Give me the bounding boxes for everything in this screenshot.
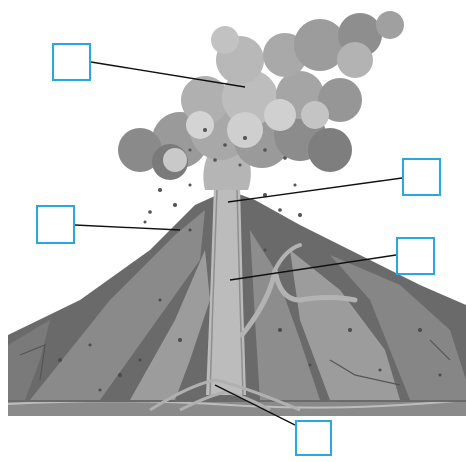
ash-cloud: [118, 11, 404, 180]
leader-line-crater: [228, 178, 402, 202]
label-box-vent[interactable]: [36, 205, 75, 244]
label-box-ash-cloud[interactable]: [52, 43, 91, 81]
label-box-crater[interactable]: [402, 158, 441, 196]
label-box-magma-chamber[interactable]: [295, 420, 332, 456]
leader-line-vent: [75, 225, 180, 230]
label-box-side-vent[interactable]: [396, 237, 435, 275]
